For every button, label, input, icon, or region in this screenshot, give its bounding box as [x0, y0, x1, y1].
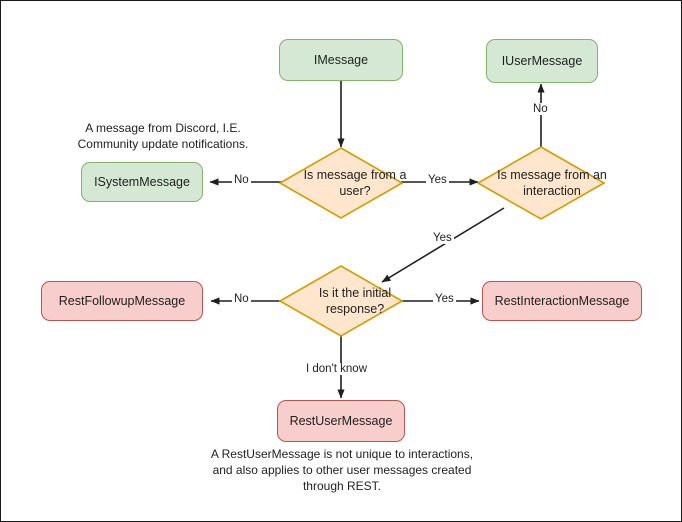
- node-imessage-label: IMessage: [313, 53, 369, 67]
- node-restfollowupmessage-label: RestFollowupMessage: [58, 294, 186, 308]
- node-restinteractionmessage-label: RestInteractionMessage: [494, 294, 630, 308]
- node-restinteractionmessage[interactable]: RestInteractionMessage: [482, 281, 642, 321]
- decision-is-message-from-a-user[interactable]: Is message from a user?: [278, 147, 406, 219]
- edge-label-interaction-no: No: [531, 103, 550, 115]
- edge-label-initial-unknown: I don't know: [304, 363, 370, 375]
- note-rest-user-message: A RestUserMessage is not unique to inter…: [210, 447, 474, 494]
- node-restfollowupmessage[interactable]: RestFollowupMessage: [41, 281, 203, 321]
- node-isystemmessage[interactable]: ISystemMessage: [81, 162, 203, 202]
- node-iusermessage-label: IUserMessage: [501, 54, 583, 68]
- edge-interaction-decision-yes: [381, 207, 505, 283]
- edge-label-interaction-yes: Yes: [431, 232, 454, 244]
- edge-label-initial-no: No: [232, 293, 251, 305]
- node-restusermessage[interactable]: RestUserMessage: [277, 400, 405, 442]
- diamond-shape: [278, 265, 404, 337]
- edge-label-user-no: No: [232, 174, 251, 186]
- node-restusermessage-label: RestUserMessage: [289, 414, 393, 428]
- node-iusermessage[interactable]: IUserMessage: [486, 39, 598, 83]
- note-system-message: A message from Discord, I.E. Community u…: [77, 121, 249, 152]
- edge-label-user-yes: Yes: [426, 174, 449, 186]
- diamond-shape: [476, 146, 606, 220]
- node-imessage[interactable]: IMessage: [279, 39, 403, 81]
- diamond-shape: [278, 147, 404, 219]
- decision-is-message-from-an-interaction[interactable]: Is message from an interaction: [476, 146, 607, 220]
- edge-label-initial-yes: Yes: [433, 293, 456, 305]
- node-isystemmessage-label: ISystemMessage: [94, 175, 190, 189]
- decision-is-it-the-initial-response[interactable]: Is it the initial response?: [278, 265, 404, 337]
